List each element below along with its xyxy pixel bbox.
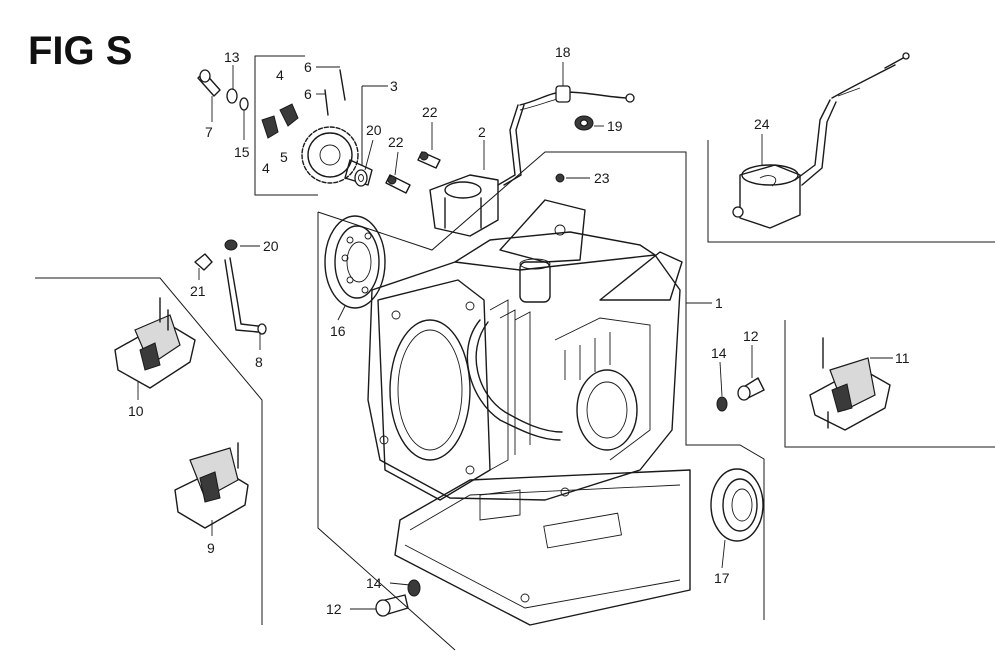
callout-4-lower: 4 <box>262 160 270 176</box>
bolt-12-bottom <box>375 579 421 617</box>
callout-labels: 1 2 3 4 4 5 6 6 7 8 9 10 11 12 12 13 14 … <box>128 44 910 617</box>
callout-13: 13 <box>224 49 240 65</box>
callout-18: 18 <box>555 44 571 60</box>
callout-14-bottom: 14 <box>366 575 382 591</box>
callout-11: 11 <box>895 350 910 366</box>
oil-seal-17 <box>710 468 764 542</box>
callout-3: 3 <box>390 78 398 94</box>
callout-12-right: 12 <box>743 328 759 344</box>
callout-9: 9 <box>207 540 215 556</box>
clip-21 <box>194 253 213 271</box>
callout-20-upper: 20 <box>366 122 382 138</box>
leader-lines <box>137 62 893 610</box>
crankcase-group-frame <box>317 151 765 620</box>
callout-6-upper: 6 <box>304 59 312 75</box>
right-mount-frame <box>784 320 995 448</box>
callout-7: 7 <box>205 124 213 140</box>
callout-21: 21 <box>190 283 206 299</box>
bolt-12-right <box>716 377 765 412</box>
washer-20 <box>224 239 238 251</box>
callout-20-lower: 20 <box>263 238 279 254</box>
callout-2: 2 <box>478 124 486 140</box>
callout-4-upper: 4 <box>276 67 284 83</box>
oil-pump-group-frame <box>254 55 318 196</box>
callout-15: 15 <box>234 144 250 160</box>
callout-14-right: 14 <box>711 345 727 361</box>
callout-17: 17 <box>714 570 730 586</box>
callout-16: 16 <box>330 323 346 339</box>
callout-23: 23 <box>594 170 610 186</box>
pipe-8 <box>224 259 259 333</box>
callout-1: 1 <box>715 295 723 311</box>
group-frames <box>35 55 995 651</box>
oil-switch <box>732 52 910 229</box>
callout-6-lower: 6 <box>304 86 312 102</box>
oil-switch-frame <box>707 140 995 243</box>
callout-5: 5 <box>280 149 288 165</box>
callout-19: 19 <box>607 118 623 134</box>
mount-9 <box>174 442 249 529</box>
oil-pump-assembly <box>261 69 373 187</box>
callout-10: 10 <box>128 403 144 419</box>
figure-title: FIG S <box>28 29 132 73</box>
callout-12-bottom: 12 <box>326 601 342 617</box>
callout-8: 8 <box>255 354 263 370</box>
crankcase <box>367 199 691 626</box>
callout-24: 24 <box>754 116 770 132</box>
mount-11 <box>809 337 891 431</box>
callout-22-lower: 22 <box>388 134 404 150</box>
callout-22-upper: 22 <box>422 104 438 120</box>
oil-level-sensor <box>385 85 635 237</box>
mount-group-frame <box>35 277 263 625</box>
bolt-7-assembly <box>197 69 249 111</box>
mount-10 <box>114 297 196 389</box>
bearing-16 <box>324 215 386 309</box>
